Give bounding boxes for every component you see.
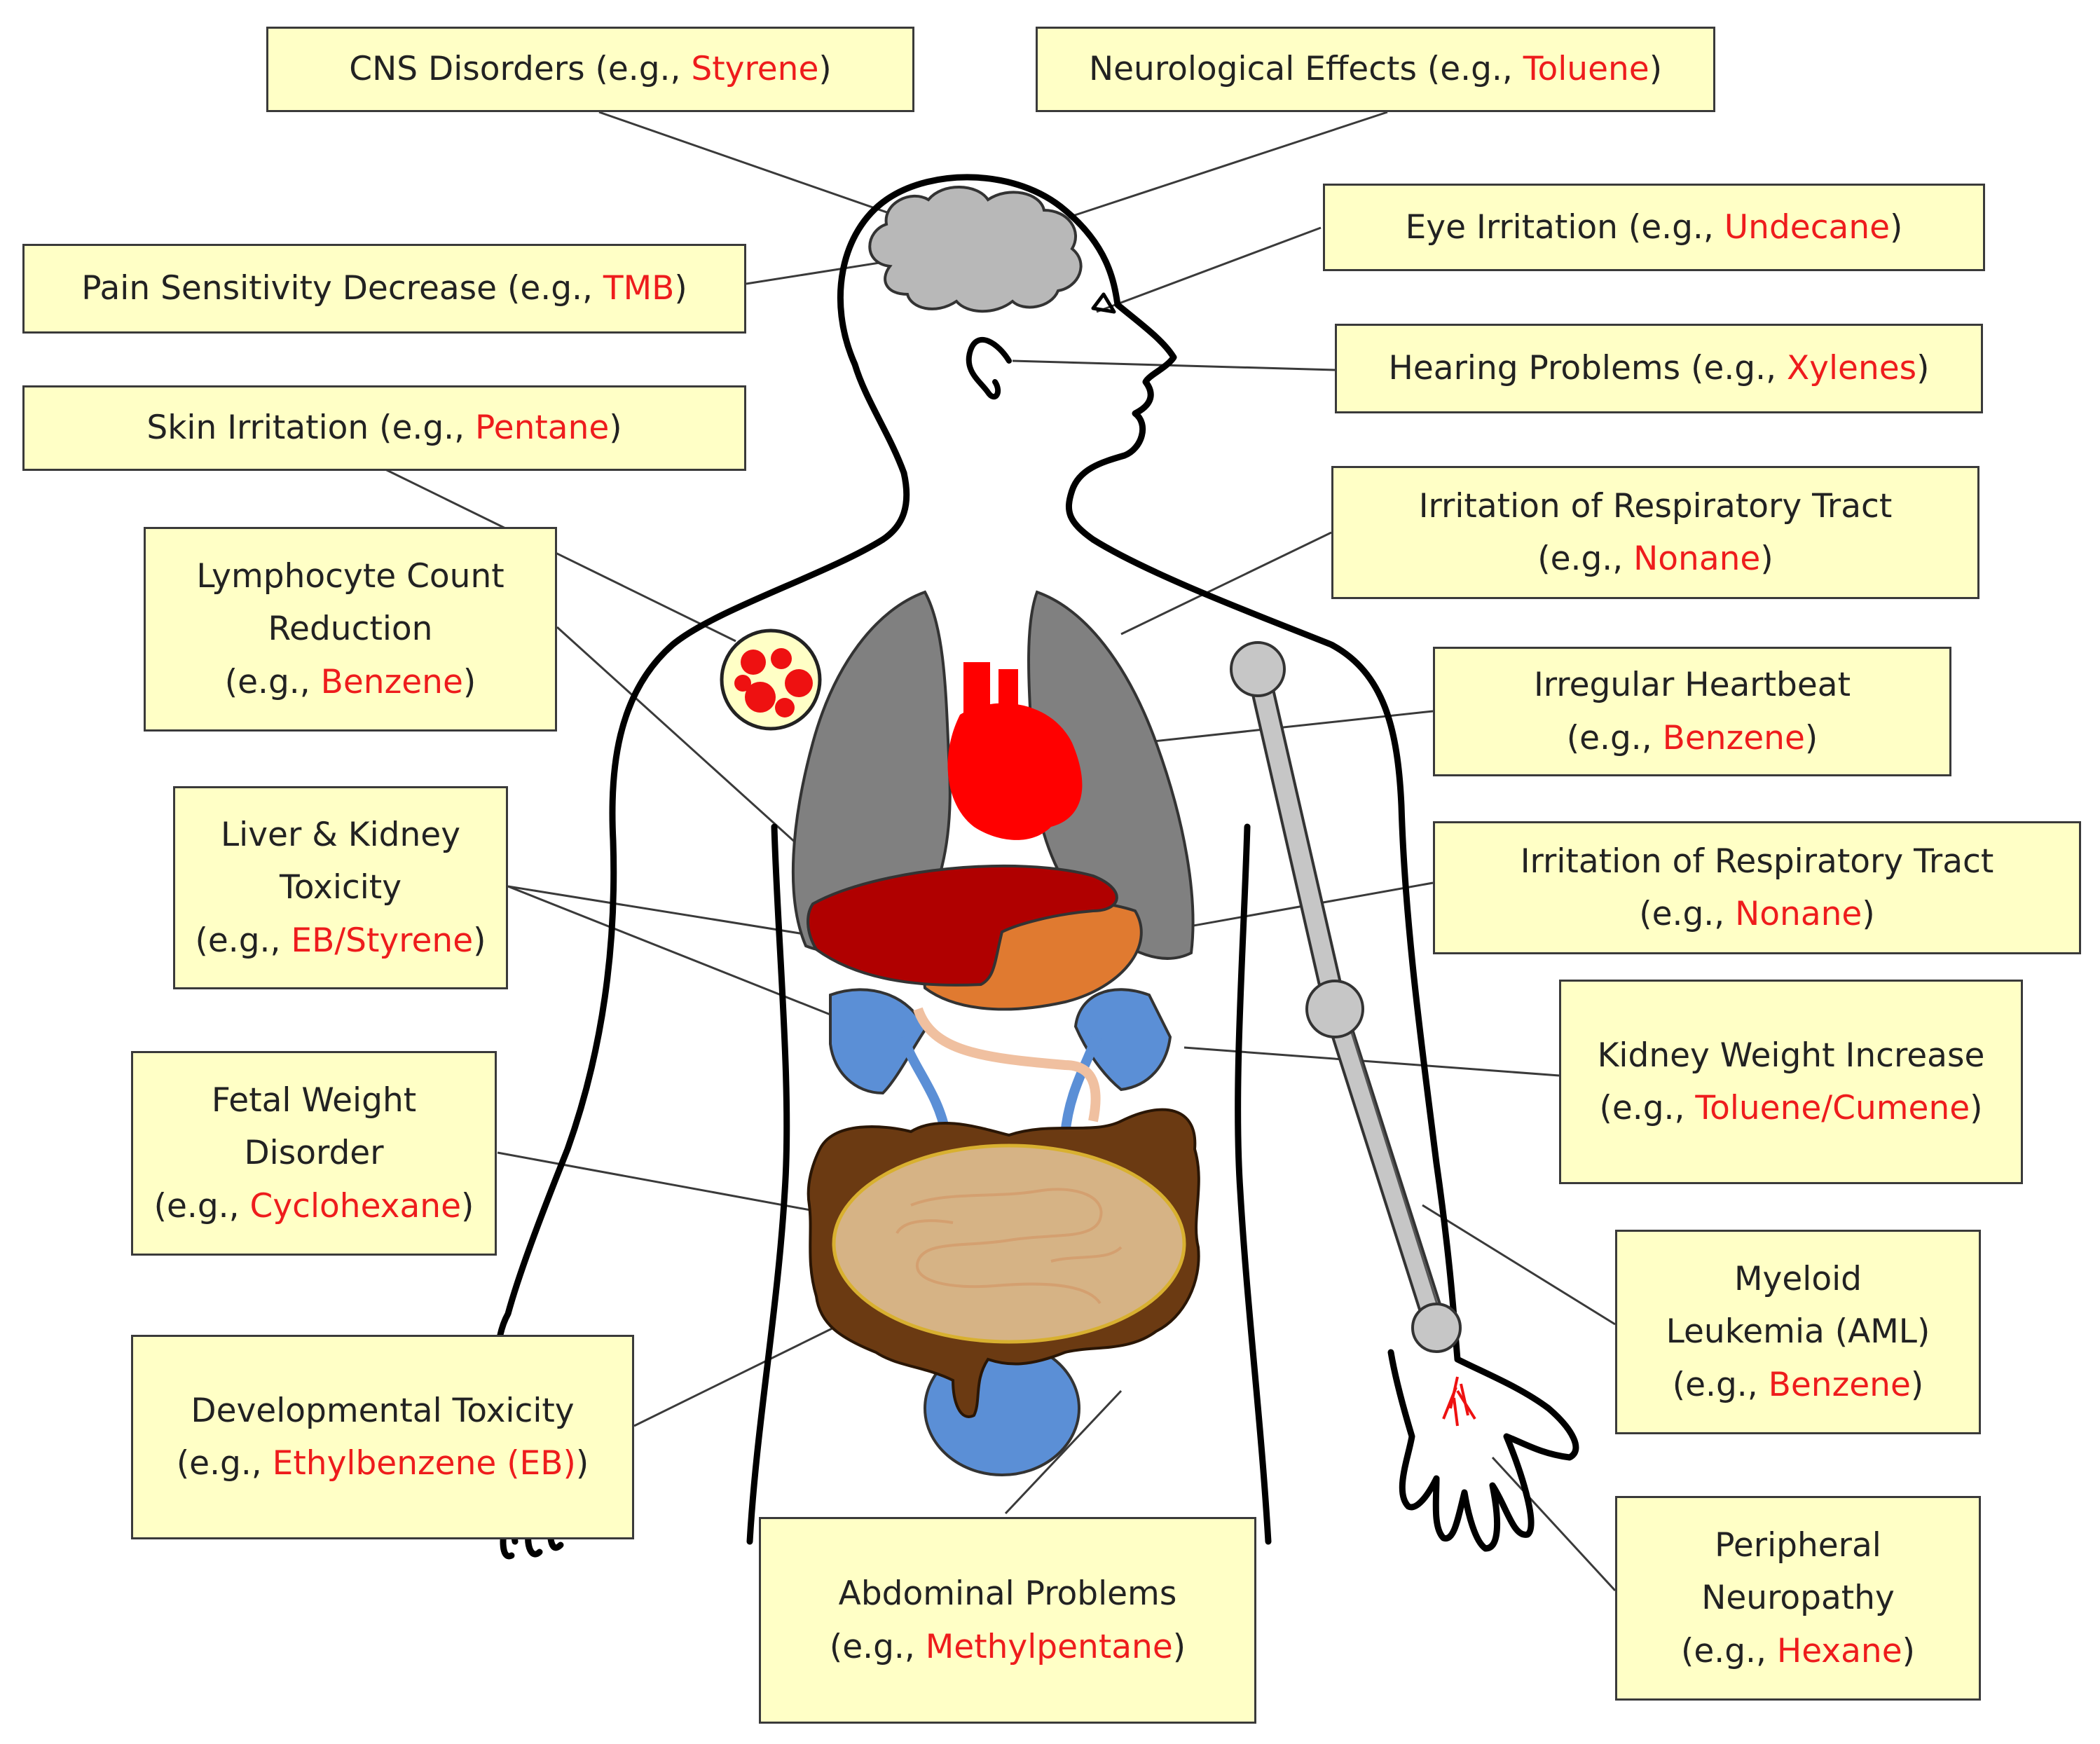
label-eye-irritation: Eye Irritation (e.g., Undecane) [1323,184,1985,271]
label-developmental-toxicity: Developmental Toxicity (e.g., Ethylbenze… [131,1335,634,1539]
label-neurological-effects: Neurological Effects (e.g., Toluene) [1036,27,1715,112]
label-respiratory-tract-2: Irritation of Respiratory Tract (e.g., N… [1433,821,2081,954]
label-kidney-weight: Kidney Weight Increase (e.g., Toluene/Cu… [1559,980,2023,1184]
label-irregular-heartbeat: Irregular Heartbeat (e.g., Benzene) [1433,647,1951,776]
lymphocyte-cells [720,629,822,731]
intestines [807,1108,1200,1418]
connector-neuro [1068,111,1388,219]
connector-eye [1096,226,1322,313]
label-lymphocyte-count: Lymphocyte Count Reduction (e.g., Benzen… [144,527,557,732]
label-skin-irritation: Skin Irritation (e.g., Pentane) [22,385,746,471]
connector-abdominal [1004,1389,1123,1515]
body-outline [493,174,1579,1560]
arm-bone [1230,641,1462,1353]
label-abdominal-problems: Abdominal Problems (e.g., Methylpentane) [759,1517,1256,1724]
hand-nerves [1442,1376,1476,1427]
connector-hearing [1012,359,1336,371]
label-fetal-weight: Fetal Weight Disorder (e.g., Cyclohexane… [131,1051,497,1256]
connector-liver-a [507,885,814,937]
connector-fetal [497,1151,842,1217]
connector-skin [385,468,736,643]
label-hearing-problems: Hearing Problems (e.g., Xylenes) [1335,324,1983,413]
label-peripheral-neuropathy: Peripheral Neuropathy (e.g., Hexane) [1615,1496,1981,1701]
label-myeloid-leukemia: Myeloid Leukemia (AML) (e.g., Benzene) [1615,1230,1981,1434]
kidneys [829,988,1172,1137]
connector-pain [746,261,880,285]
connector-resp1 [1120,531,1332,636]
label-respiratory-tract-1: Irritation of Respiratory Tract (e.g., N… [1331,466,1979,599]
connector-kidney [1183,1046,1560,1077]
label-cns-disorders: CNS Disorders (e.g., Styrene) [266,27,914,112]
heart [947,662,1083,840]
label-pain-sensitivity: Pain Sensitivity Decrease (e.g., TMB) [22,244,746,334]
connector-develop [633,1316,856,1427]
label-liver-kidney-toxicity: Liver & Kidney Toxicity (e.g., EB/Styren… [173,786,508,989]
connector-cns [598,111,912,222]
connector-periph [1491,1456,1617,1592]
brain [868,186,1083,313]
connector-myeloid [1422,1204,1616,1326]
lungs [791,590,1195,960]
liver-and-stomach [807,864,1143,1011]
